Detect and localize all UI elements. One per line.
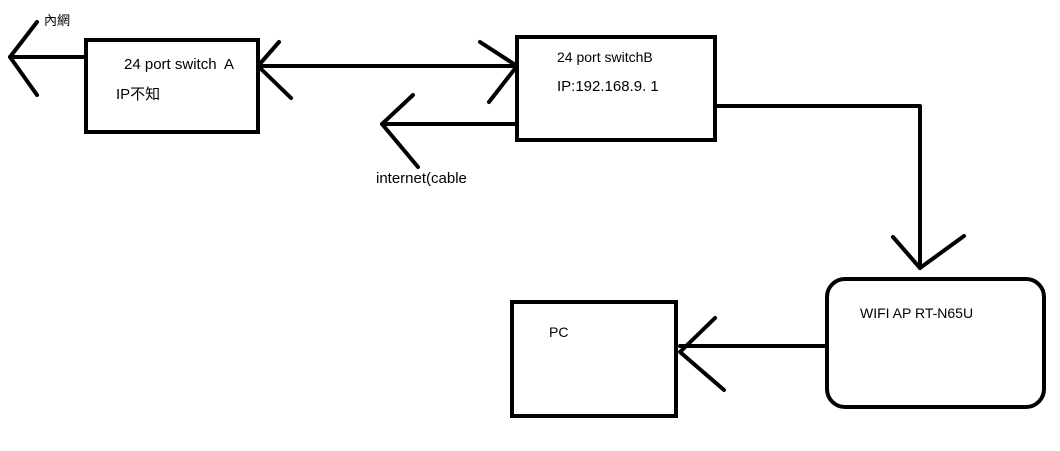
switch-b-ip: IP:192.168.9. 1 [557,78,659,95]
pc-box [510,300,678,418]
intranet-arrow [8,20,88,97]
internet-arrow [380,93,519,169]
wifi-ap-title: WIFI AP RT-N65U [860,305,974,321]
wifi-ap-box [825,277,1046,409]
wifi-pc-link [678,316,829,392]
switch-a-title: 24 port switch A [124,56,235,73]
switch-a-b-link [256,40,519,104]
switch-a-box [84,38,260,134]
internet-label: internet(cable [376,170,467,187]
pc-title: PC [549,324,569,340]
switch-b-wifi-link [713,104,966,270]
switch-b-title: 24 port switchB [557,49,653,65]
intranet-label: 內網 [44,13,71,28]
switch-b-box [515,35,717,142]
switch-a-ip: IP不知 [116,86,161,103]
